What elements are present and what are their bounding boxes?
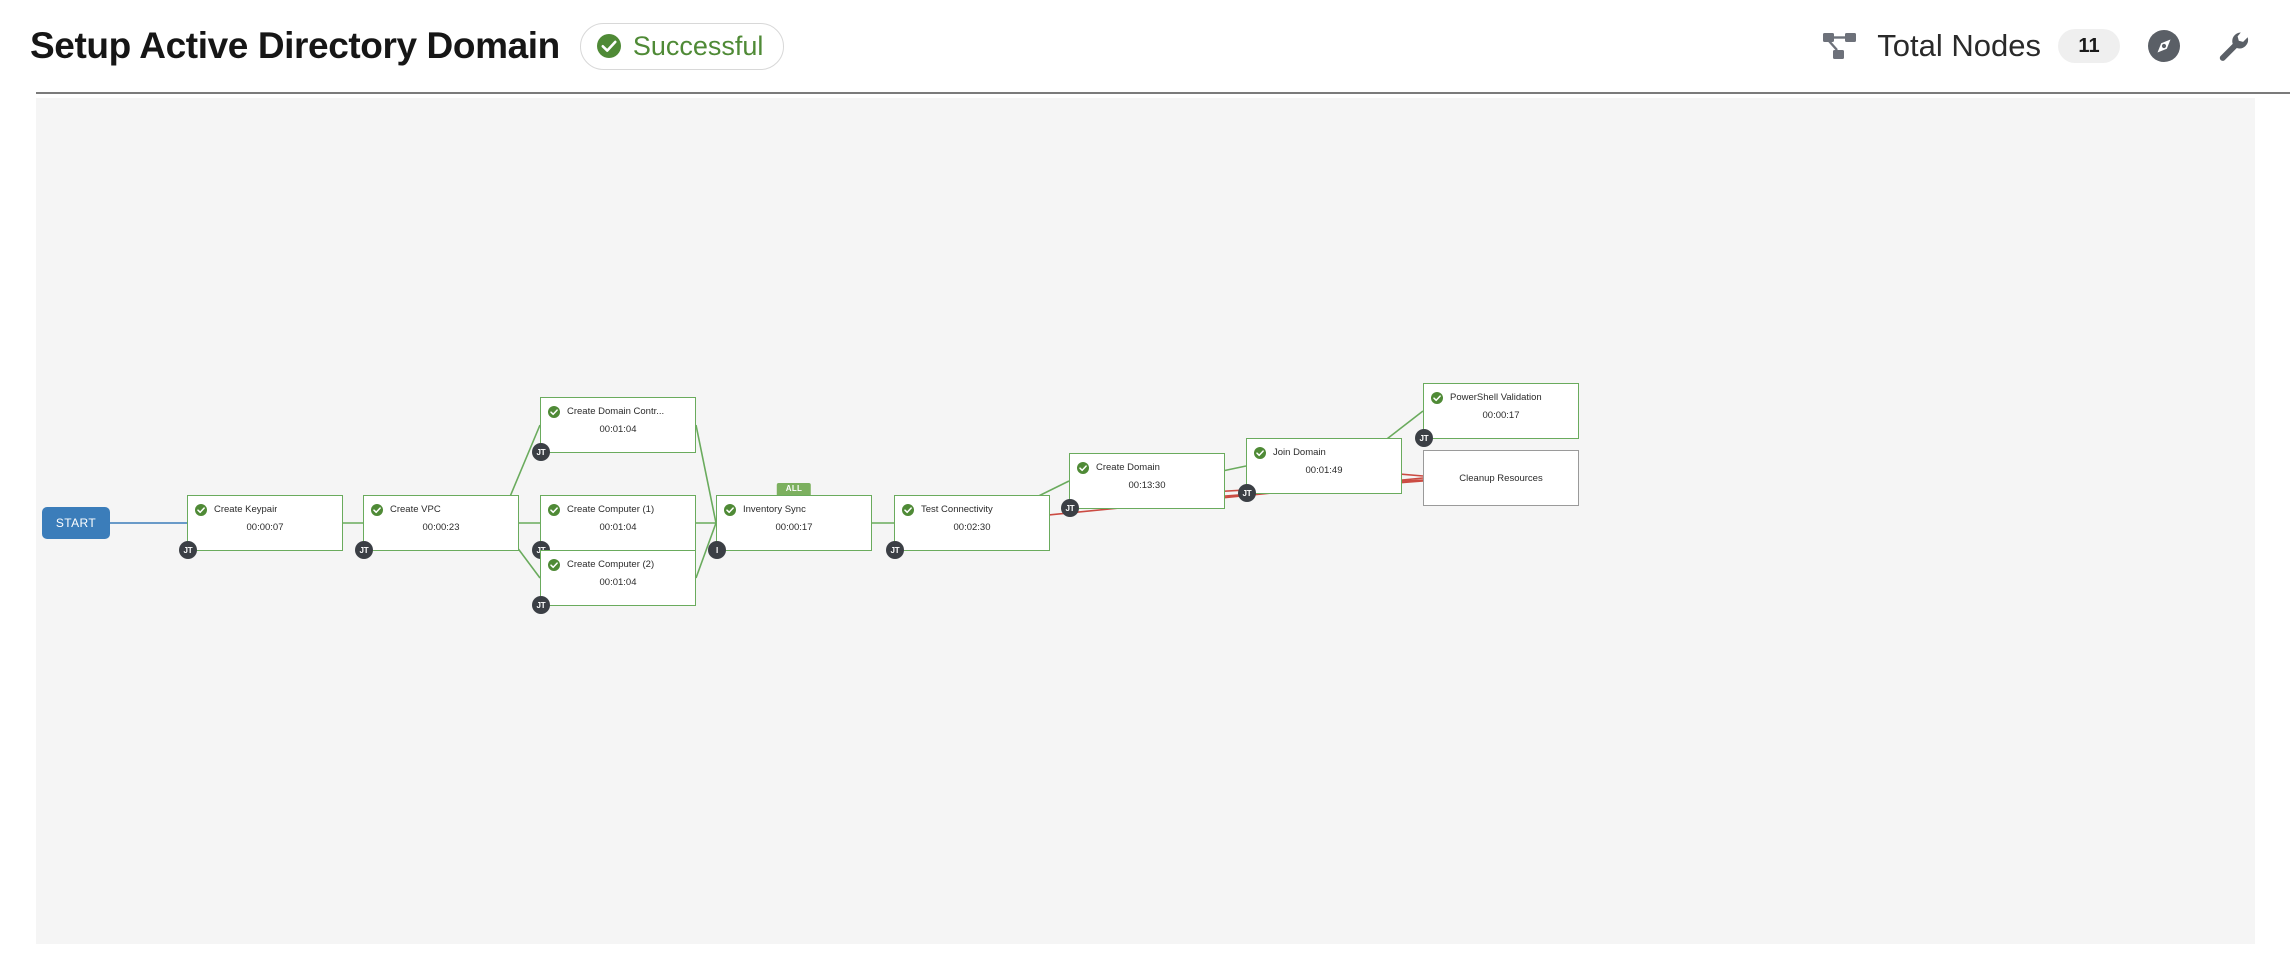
node-title: Create Keypair [214,503,278,515]
node-create-computer-2[interactable]: Create Computer (2) 00:01:04 JT [532,550,696,614]
status-label: Successful [632,30,764,61]
check-circle-icon [548,405,560,418]
node-test-connectivity[interactable]: Test Connectivity 00:02:30 JT [886,495,1050,559]
credential-badge[interactable]: JT [355,541,373,559]
node-duration: 00:01:49 [1305,465,1343,476]
node-duration: 00:00:07 [246,522,284,533]
check-circle-icon [548,558,560,571]
credential-badge[interactable]: I [708,541,726,559]
node-title: Join Domain [1273,446,1326,458]
node-title: PowerShell Validation [1450,391,1542,403]
node-duration: 00:00:17 [1482,410,1520,421]
wrench-icon[interactable] [2212,25,2254,67]
credential-badge[interactable]: JT [179,541,197,559]
node-title: Create Domain [1096,461,1160,473]
node-title: Create Computer (1) [567,503,655,515]
node-create-vpc[interactable]: Create VPC 00:00:23 JT [355,495,519,559]
page-title: Setup Active Directory Domain [30,25,560,66]
credential-badge[interactable]: JT [1061,499,1079,517]
node-duration: 00:02:30 [953,522,991,533]
check-circle-icon [195,503,207,516]
total-nodes-count-badge: 11 [2058,29,2120,63]
compass-icon[interactable] [2144,26,2184,66]
node-title: Inventory Sync [743,503,806,515]
node-duration: 00:01:04 [599,577,637,588]
header-right-group: Total Nodes 11 [1817,0,2254,92]
node-duration: 00:00:23 [422,522,460,533]
header-left-group: Setup Active Directory Domain Successful [30,0,785,92]
total-nodes-label: Total Nodes [1877,28,2041,63]
credential-badge[interactable]: JT [1415,429,1433,447]
node-title-row: PowerShell Validation [1424,384,1578,404]
node-create-computer-1[interactable]: Create Computer (1) 00:01:04 JT [532,495,696,559]
node-cleanup-resources[interactable]: Cleanup Resources [1423,450,1579,506]
page-header: Setup Active Directory Domain Successful… [0,0,2290,92]
credential-badge[interactable]: JT [532,443,550,461]
check-circle-icon [1431,391,1443,404]
node-duration: 00:01:04 [599,522,637,533]
node-title-row: Create Domain Contr... [541,398,695,418]
check-circle-icon [724,503,736,516]
node-duration: 00:13:30 [1128,480,1166,491]
node-join-domain[interactable]: Join Domain 00:01:49 JT [1238,438,1402,502]
node-title-row: Create VPC [364,496,518,516]
node-title-row: Create Computer (1) [541,496,695,516]
header-divider [36,92,2290,94]
check-circle-icon [548,503,560,516]
node-title: Cleanup Resources [1459,472,1543,484]
node-powershell-validation[interactable]: PowerShell Validation 00:00:17 JT [1415,383,1579,447]
hierarchy-icon[interactable] [1817,23,1863,69]
status-badge: Successful [579,22,785,70]
credential-badge[interactable]: JT [1238,484,1256,502]
node-duration: 00:00:17 [775,522,813,533]
node-title-row: Join Domain [1247,439,1401,459]
node-title-row: Test Connectivity [895,496,1049,516]
node-create-keypair[interactable]: Create Keypair 00:00:07 JT [179,495,343,559]
node-duration: 00:01:04 [599,424,637,435]
check-circle-icon [371,503,383,516]
workflow-canvas[interactable]: START Create Keypair 00:00:07 JT Create … [36,98,2255,944]
node-title-row: Create Computer (2) [541,551,695,571]
node-title-row: Create Domain [1070,454,1224,474]
node-title-row: Inventory Sync [717,496,871,516]
all-tag: ALL [776,483,812,495]
credential-badge[interactable]: JT [532,596,550,614]
node-inventory-sync[interactable]: ALL Inventory Sync 00:00:17 I [708,483,872,559]
node-title: Test Connectivity [921,503,993,515]
node-title: Create VPC [390,503,441,515]
node-create-domain-controller[interactable]: Create Domain Contr... 00:01:04 JT [532,397,696,461]
credential-badge[interactable]: JT [886,541,904,559]
check-circle-icon [902,503,914,516]
node-title-row: Create Keypair [188,496,342,516]
check-circle-icon [1077,461,1089,474]
node-create-domain[interactable]: Create Domain 00:13:30 JT [1061,453,1225,517]
check-circle-icon [596,33,622,59]
check-circle-icon [1254,446,1266,459]
node-title: Create Computer (2) [567,558,655,570]
node-title: Create Domain Contr... [567,405,665,417]
start-node[interactable]: START [42,507,110,539]
